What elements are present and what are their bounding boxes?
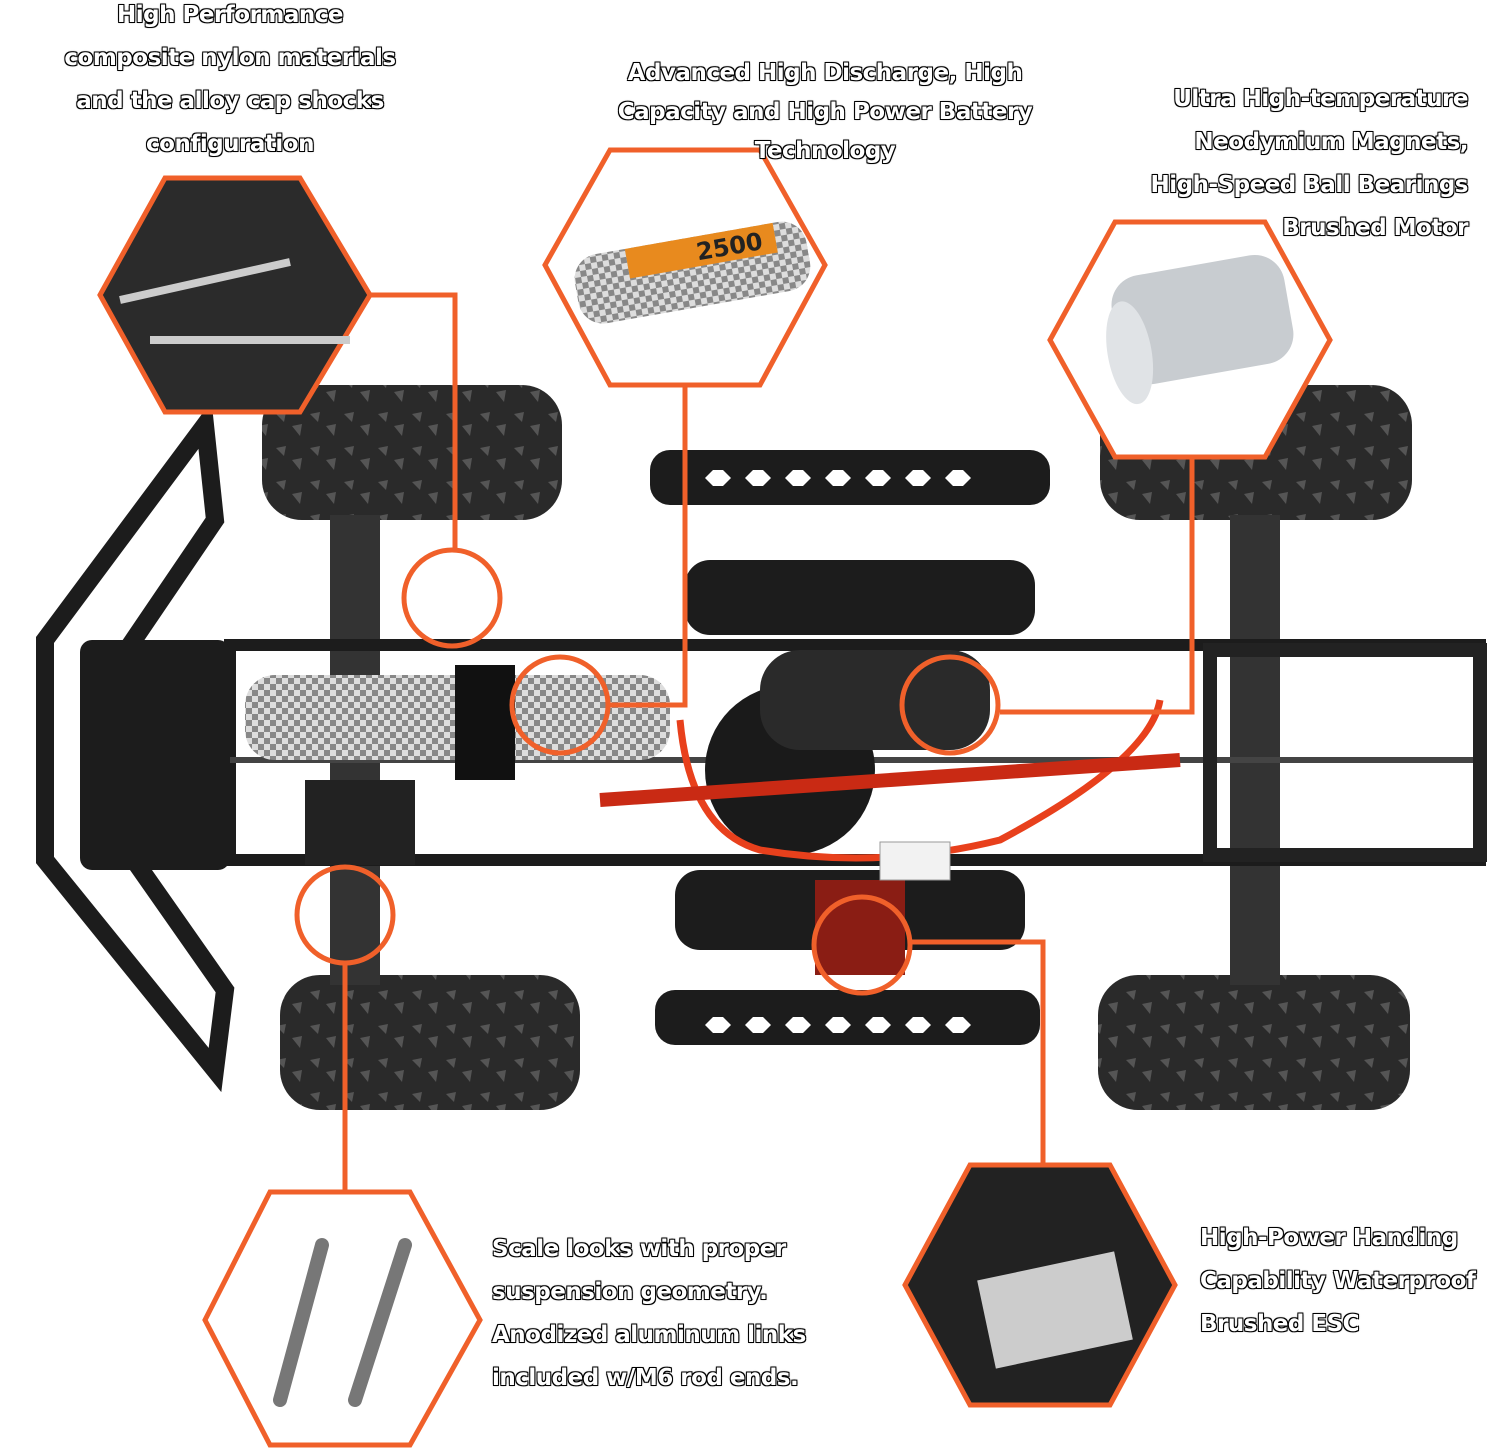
callout-motor-text: Ultra High-temperature Neodymium Magnets… bbox=[1150, 85, 1469, 241]
callout-shocks-text: High Performance composite nylon materia… bbox=[64, 1, 397, 157]
tire-rear-left bbox=[280, 975, 580, 1110]
front-bumper bbox=[36, 401, 235, 1093]
esc-unit bbox=[815, 880, 905, 975]
tire-rear-right bbox=[1098, 975, 1410, 1110]
callout-battery-text: Advanced High Discharge, High Capacity a… bbox=[617, 59, 1033, 164]
tire-front-left bbox=[262, 385, 562, 520]
callout-shocks-graphic bbox=[97, 175, 503, 649]
motor bbox=[760, 650, 990, 750]
callout-suspension-text: Scale looks with proper suspension geome… bbox=[491, 1235, 806, 1391]
callout-suspension-graphic bbox=[202, 864, 483, 1448]
callout-esc-text: High-Power Handing Capability Waterproof… bbox=[1199, 1224, 1476, 1337]
